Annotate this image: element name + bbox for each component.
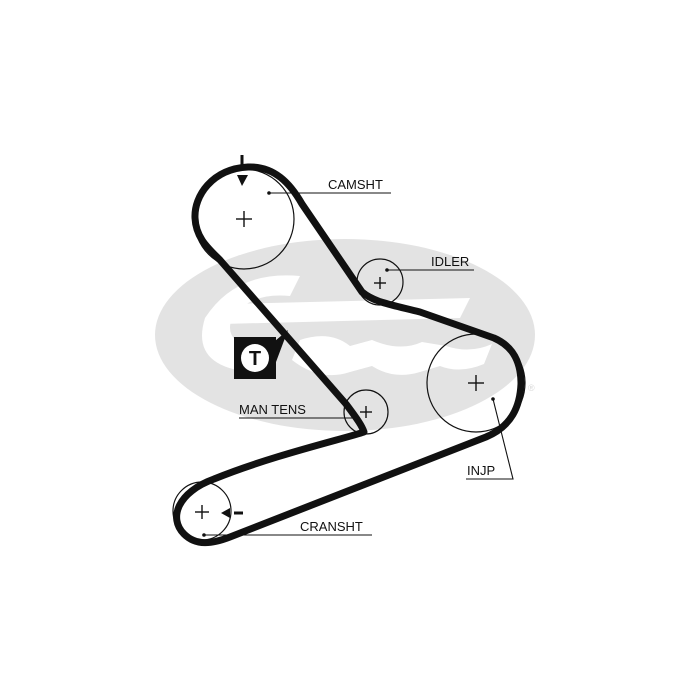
- label-idler: IDLER: [431, 254, 469, 269]
- label-crankshaft: CRANSHT: [300, 519, 363, 534]
- camshaft-callout: CAMSHT: [267, 177, 391, 195]
- logo-swoosh-letters: [292, 336, 492, 376]
- idler-pulley: [356, 258, 404, 306]
- idler-pulley-circle: [356, 258, 404, 306]
- crankshaft-timing-mark: [221, 508, 243, 518]
- injection-pump-pulley: [426, 333, 526, 433]
- timing-belt: [173, 163, 525, 547]
- crankshaft-pulley-circle: [172, 481, 232, 541]
- label-man-tens: MAN TENS: [239, 402, 306, 417]
- man-tens-callout: MAN TENS: [239, 402, 358, 420]
- crankshaft-pulley: [172, 481, 232, 541]
- injection-pump-callout: INJP: [466, 397, 514, 480]
- label-camshaft: CAMSHT: [328, 177, 383, 192]
- tension-symbol-letter: T: [249, 348, 261, 370]
- manual-tensioner-pulley: [343, 389, 389, 435]
- injection-pump-pulley-circle: [426, 333, 526, 433]
- camshaft-pulley: [193, 168, 295, 270]
- logo-swoosh-g: [202, 275, 300, 372]
- gates-logo-watermark: ®: [155, 239, 535, 431]
- registered-mark: ®: [528, 383, 535, 393]
- label-injection-pump: INJP: [467, 463, 495, 478]
- idler-callout: IDLER: [385, 254, 474, 272]
- logo-swoosh-bar: [222, 298, 470, 324]
- crankshaft-callout: CRANSHT: [202, 519, 372, 537]
- manual-tensioner-pulley-circle: [343, 389, 389, 435]
- camshaft-timing-mark: [237, 155, 248, 186]
- camshaft-pulley-circle: [193, 168, 295, 270]
- tension-symbol: T: [234, 330, 288, 379]
